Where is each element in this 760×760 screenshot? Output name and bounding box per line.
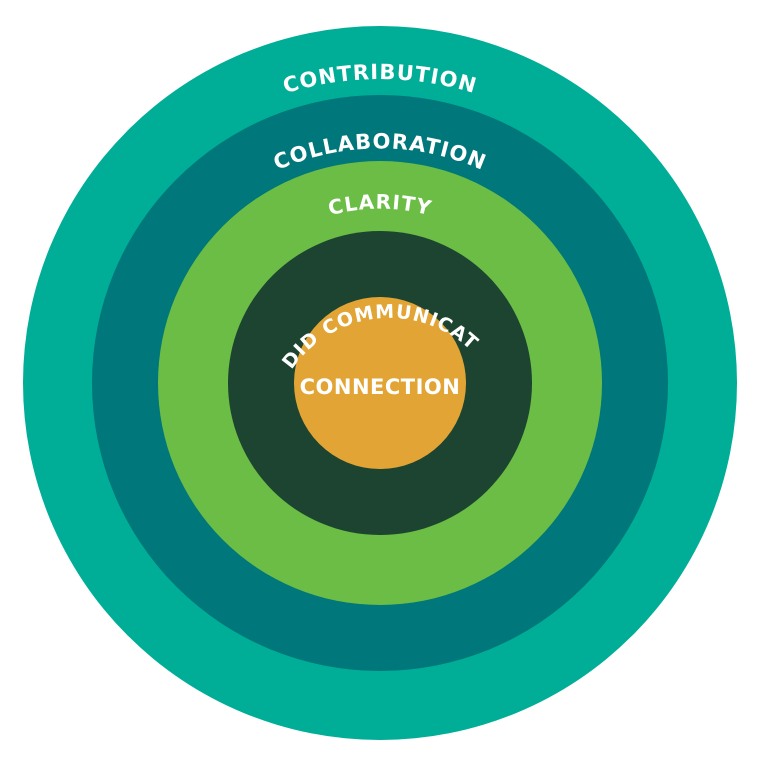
center-connection	[294, 297, 466, 469]
center-label-connection: CONNECTION	[300, 375, 461, 399]
